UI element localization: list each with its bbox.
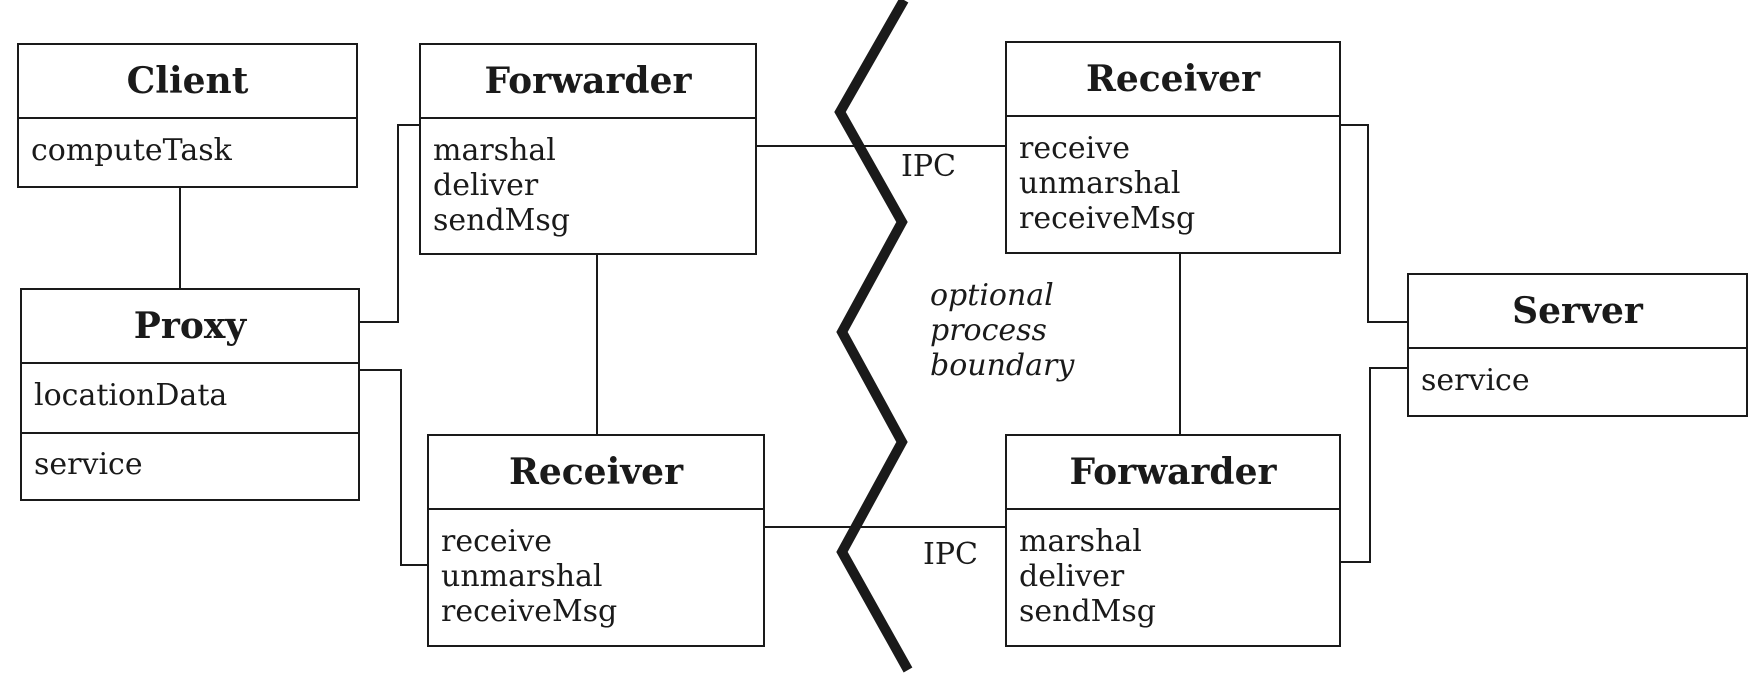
boundary-line-2: process [930,313,1047,348]
forwarder-top-title: Forwarder [421,45,755,119]
forwarder-bottom-operations: marshal deliver sendMsg [1007,510,1339,629]
proxy-attributes: locationData [34,378,228,413]
receiver-top-class: Receiver receive unmarshal receiveMsg [1005,41,1341,254]
receiver-top-op-1: receive [1019,131,1130,166]
boundary-line-1: optional [930,278,1054,313]
proxy-class: Proxy locationData service [20,288,360,501]
server-class: Server service [1407,273,1748,417]
receiver-top-op-3: receiveMsg [1019,201,1196,236]
server-title: Server [1409,275,1746,349]
receiver-bottom-operations: receive unmarshal receiveMsg [429,510,763,629]
receiver-bottom-op-1: receive [441,524,552,559]
boundary-line-3: boundary [930,348,1075,383]
process-boundary-label: optional process boundary [930,278,1074,383]
receiver-bottom-title: Receiver [429,436,763,510]
forwarder-server-link [1340,367,1408,563]
client-operations: computeTask [31,133,232,168]
receiver-top-op-2: unmarshal [1019,166,1181,201]
receiver-bottom-class: Receiver receive unmarshal receiveMsg [427,434,765,647]
server-operations: service [1421,363,1530,398]
forwarder-bottom-op-3: sendMsg [1019,594,1156,629]
proxy-forwarder-link [359,124,420,323]
forwarder-top-op-2: deliver [433,168,539,203]
receiver-top-operations: receive unmarshal receiveMsg [1007,117,1339,236]
receiver-bottom-op-2: unmarshal [441,559,603,594]
forwarder-bottom-op-2: deliver [1019,559,1125,594]
proxy-receiver-link [359,369,428,566]
receiver-bottom-op-3: receiveMsg [441,594,618,629]
forwarder-bottom-class: Forwarder marshal deliver sendMsg [1005,434,1341,647]
receiver-top-title: Receiver [1007,43,1339,117]
forwarder-top-op-1: marshal [433,133,556,168]
client-class: Client computeTask [17,43,358,188]
ipc-bottom-label: IPC [923,537,978,572]
proxy-title: Proxy [22,290,358,364]
client-title: Client [19,45,356,119]
forwarder-top-class: Forwarder marshal deliver sendMsg [419,43,757,255]
forwarder-top-op-3: sendMsg [433,203,570,238]
process-boundary-line [834,0,913,673]
forwarder-top-operations: marshal deliver sendMsg [421,119,755,238]
receiver-server-link [1340,124,1408,323]
proxy-operations: service [22,432,358,499]
forwarder-bottom-title: Forwarder [1007,436,1339,510]
forwarder-bottom-op-1: marshal [1019,524,1142,559]
ipc-top-label: IPC [901,149,956,184]
